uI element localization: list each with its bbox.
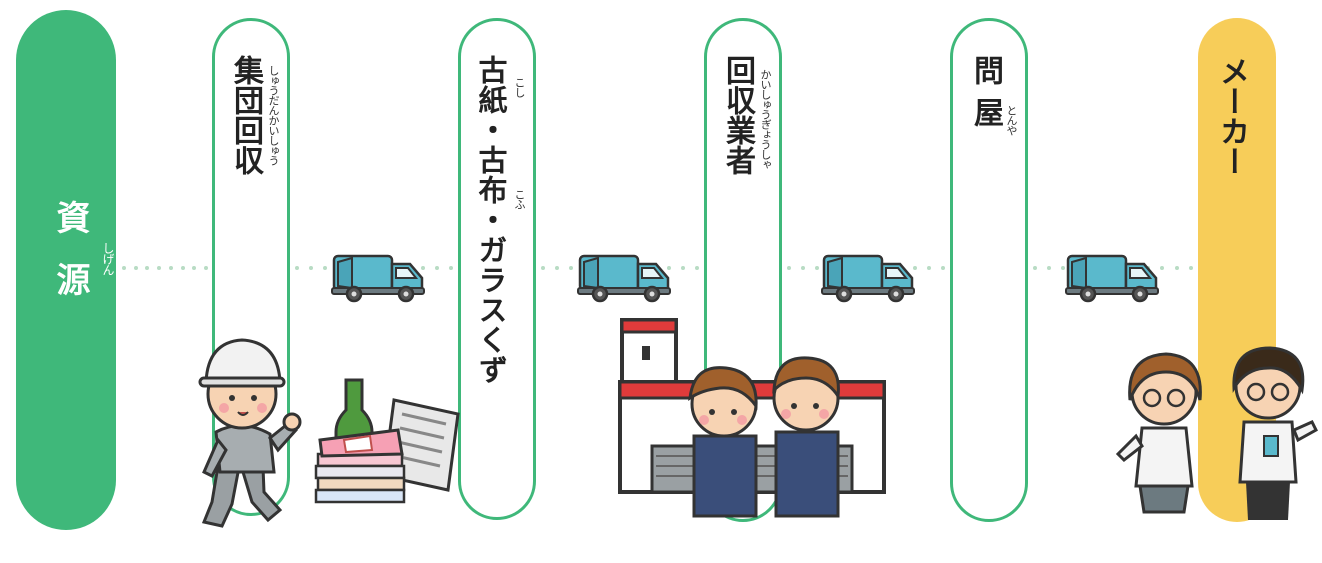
facility-illustration: [618, 318, 886, 518]
stage-resource-ruby: しげん: [101, 242, 115, 275]
stage-manufacturer-label: メーカー: [1214, 56, 1249, 176]
stage-recyclables: 古紙・古布・ガラスくず こし こふ: [458, 18, 536, 520]
stage-wholesaler-ruby: とんや: [1005, 105, 1018, 135]
worker-illustration: [198, 338, 302, 528]
stage-wholesaler-label: 問屋: [968, 55, 1003, 139]
stage-group-collection-ruby: しゅうだんかいしゅう: [267, 65, 280, 165]
stage-recyclables-ruby-1: こし: [513, 77, 526, 97]
stage-collector-label: 回収業者: [720, 55, 755, 175]
garbage-truck-icon: [577, 254, 671, 303]
connector-dots-1: [118, 262, 212, 274]
stage-collector-ruby: かいしゅうぎょうしゃ: [759, 69, 772, 169]
manufacturer-staff-illustration: [1115, 346, 1318, 520]
garbage-truck-icon: [1065, 254, 1159, 303]
stage-recyclables-ruby-2: こふ: [513, 189, 526, 209]
stage-wholesaler: 問屋 とんや: [950, 18, 1028, 522]
stage-recyclables-label: 古紙・古布・ガラスくず: [474, 55, 508, 385]
recyclables-illustration: [314, 378, 460, 504]
garbage-truck-icon: [821, 254, 915, 303]
stage-resource-label: 資源: [50, 200, 90, 324]
stage-resource: 資源 しげん: [16, 10, 116, 530]
garbage-truck-icon: [331, 254, 425, 303]
stage-group-collection-label: 集団回収: [228, 55, 263, 175]
